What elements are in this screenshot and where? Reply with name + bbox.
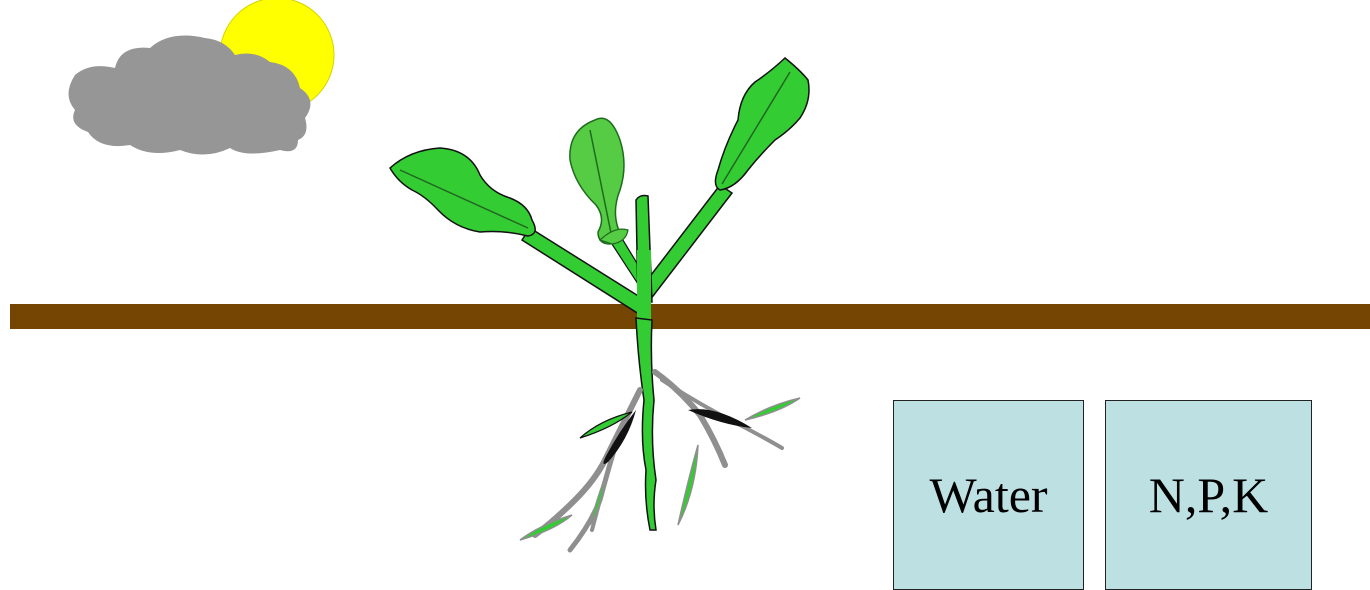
- roots-icon: [520, 318, 800, 550]
- npk-box: N,P,K: [1105, 400, 1312, 590]
- water-label: Water: [929, 466, 1047, 524]
- plant-icon: [390, 58, 809, 330]
- soil-line: [10, 304, 1370, 329]
- water-box: Water: [893, 400, 1084, 590]
- npk-label: N,P,K: [1149, 466, 1268, 524]
